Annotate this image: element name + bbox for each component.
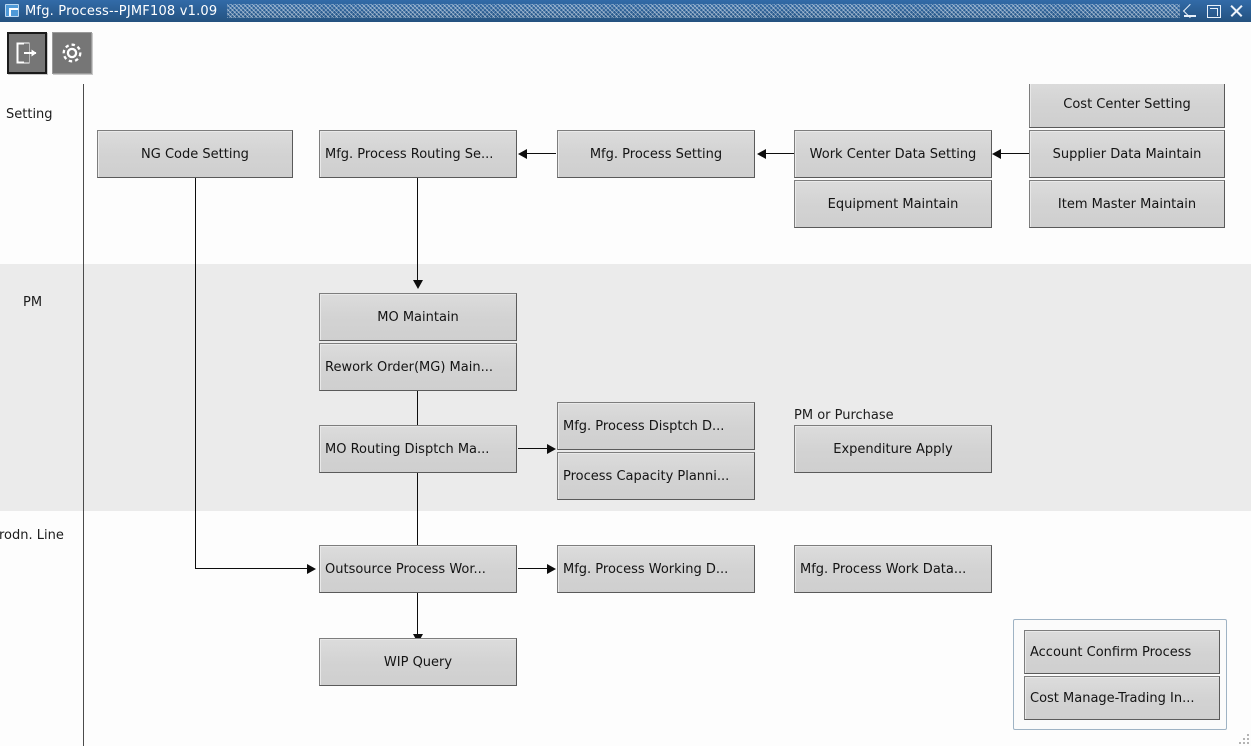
connector-workcenter-to-mfgprocess bbox=[765, 153, 794, 154]
connector-ngcode-to-outsource bbox=[195, 568, 308, 569]
arrowhead-outsource-in-left bbox=[307, 564, 316, 574]
gear-icon[interactable] bbox=[52, 32, 92, 74]
node-label: Process Capacity Planni... bbox=[563, 468, 730, 484]
resize-grip[interactable] bbox=[1235, 730, 1249, 744]
node-cost-manage-trading[interactable]: Cost Manage-Trading In... bbox=[1024, 676, 1220, 720]
swimlane-label-setting: Setting bbox=[6, 107, 53, 122]
node-label: Mfg. Process Work Data... bbox=[800, 561, 967, 577]
node-wip-query[interactable]: WIP Query bbox=[319, 638, 517, 686]
node-supplier-data-maintain[interactable]: Supplier Data Maintain bbox=[1029, 130, 1225, 178]
node-cost-center-setting[interactable]: Cost Center Setting bbox=[1029, 84, 1225, 128]
connector-morouting-to-disptch bbox=[518, 448, 548, 449]
connector-outsource-to-wip bbox=[417, 593, 418, 635]
node-rework-order-maintain[interactable]: Rework Order(MG) Main... bbox=[319, 343, 517, 391]
node-label: Rework Order(MG) Main... bbox=[325, 359, 493, 375]
toolbar bbox=[0, 22, 1251, 84]
arrowhead-workcenter-in bbox=[992, 149, 1001, 159]
node-label: Mfg. Process Disptch D... bbox=[563, 418, 725, 434]
node-label: NG Code Setting bbox=[141, 146, 249, 162]
arrowhead-mfgprocess-in bbox=[757, 149, 766, 159]
node-label: WIP Query bbox=[383, 654, 453, 670]
connector-outsource-to-working bbox=[518, 568, 548, 569]
node-account-confirm-process[interactable]: Account Confirm Process bbox=[1024, 630, 1220, 674]
node-item-master-maintain[interactable]: Item Master Maintain bbox=[1029, 180, 1225, 228]
maximize-icon[interactable] bbox=[1207, 4, 1221, 18]
node-ng-code-setting[interactable]: NG Code Setting bbox=[97, 130, 293, 178]
swimlane-divider bbox=[83, 84, 84, 746]
node-label: Supplier Data Maintain bbox=[1052, 146, 1202, 162]
node-label: Expenditure Apply bbox=[833, 441, 953, 457]
node-equipment-maintain[interactable]: Equipment Maintain bbox=[794, 180, 992, 228]
node-mfg-process-setting[interactable]: Mfg. Process Setting bbox=[557, 130, 755, 178]
node-expenditure-apply[interactable]: Expenditure Apply bbox=[794, 425, 992, 473]
node-label: MO Routing Disptch Ma... bbox=[325, 441, 490, 457]
node-label: Mfg. Process Routing Se... bbox=[325, 146, 494, 162]
arrowhead-routing-in bbox=[518, 149, 527, 159]
arrowhead-momaintain-in bbox=[413, 280, 423, 289]
node-mfg-process-work-data[interactable]: Mfg. Process Work Data... bbox=[794, 545, 992, 593]
exit-door-arrow-icon[interactable] bbox=[7, 32, 47, 74]
node-label: Mfg. Process Working D... bbox=[563, 561, 729, 577]
connector-mfgprocess-to-routing bbox=[526, 153, 556, 154]
diagram-canvas: Setting PM rodn. Line PM or Purchase bbox=[0, 84, 1251, 746]
node-mfg-process-working-data[interactable]: Mfg. Process Working D... bbox=[557, 545, 755, 593]
connector-routing-to-momaintain bbox=[417, 177, 418, 281]
node-mo-routing-disptch-maintain[interactable]: MO Routing Disptch Ma... bbox=[319, 425, 517, 473]
group-label-pm-or-purchase: PM or Purchase bbox=[794, 408, 894, 423]
node-label: Item Master Maintain bbox=[1057, 196, 1197, 212]
node-process-capacity-planning[interactable]: Process Capacity Planni... bbox=[557, 452, 755, 500]
swimlane-label-pm: PM bbox=[23, 295, 43, 310]
node-label: MO Maintain bbox=[377, 309, 459, 325]
arrowhead-disptch-in bbox=[547, 444, 556, 454]
close-icon[interactable] bbox=[1230, 4, 1244, 18]
node-label: Account Confirm Process bbox=[1030, 644, 1192, 660]
app-window-icon bbox=[4, 4, 20, 18]
node-mfg-process-routing-setting[interactable]: Mfg. Process Routing Se... bbox=[319, 130, 517, 178]
window-controls bbox=[1184, 4, 1244, 18]
node-label: Equipment Maintain bbox=[827, 196, 959, 212]
node-mfg-process-disptch-data[interactable]: Mfg. Process Disptch D... bbox=[557, 402, 755, 450]
connector-rework-to-morouting bbox=[417, 389, 418, 440]
node-label: Mfg. Process Setting bbox=[589, 146, 723, 162]
minimize-icon[interactable] bbox=[1184, 4, 1198, 18]
node-label: Work Center Data Setting bbox=[809, 146, 977, 162]
connector-ngcode-down bbox=[195, 178, 196, 569]
arrowhead-working-in bbox=[547, 564, 556, 574]
node-label: Cost Center Setting bbox=[1063, 96, 1191, 112]
account-cost-group-panel: Account Confirm Process Cost Manage-Trad… bbox=[1013, 619, 1227, 730]
window-title: Mfg. Process--PJMF108 v1.09 bbox=[25, 3, 218, 19]
connector-morouting-to-outsource bbox=[417, 473, 418, 559]
connector-supplier-to-workcenter bbox=[1000, 153, 1029, 154]
node-work-center-data-setting[interactable]: Work Center Data Setting bbox=[794, 130, 992, 178]
node-label: Outsource Process Wor... bbox=[325, 561, 486, 577]
node-label: Cost Manage-Trading In... bbox=[1030, 690, 1195, 706]
node-mo-maintain[interactable]: MO Maintain bbox=[319, 293, 517, 341]
title-bar[interactable]: Mfg. Process--PJMF108 v1.09 bbox=[0, 0, 1251, 22]
title-bar-hatch-fill bbox=[227, 4, 1180, 18]
swimlane-label-prodnline: rodn. Line bbox=[0, 528, 64, 543]
node-outsource-process-work[interactable]: Outsource Process Wor... bbox=[319, 545, 517, 593]
